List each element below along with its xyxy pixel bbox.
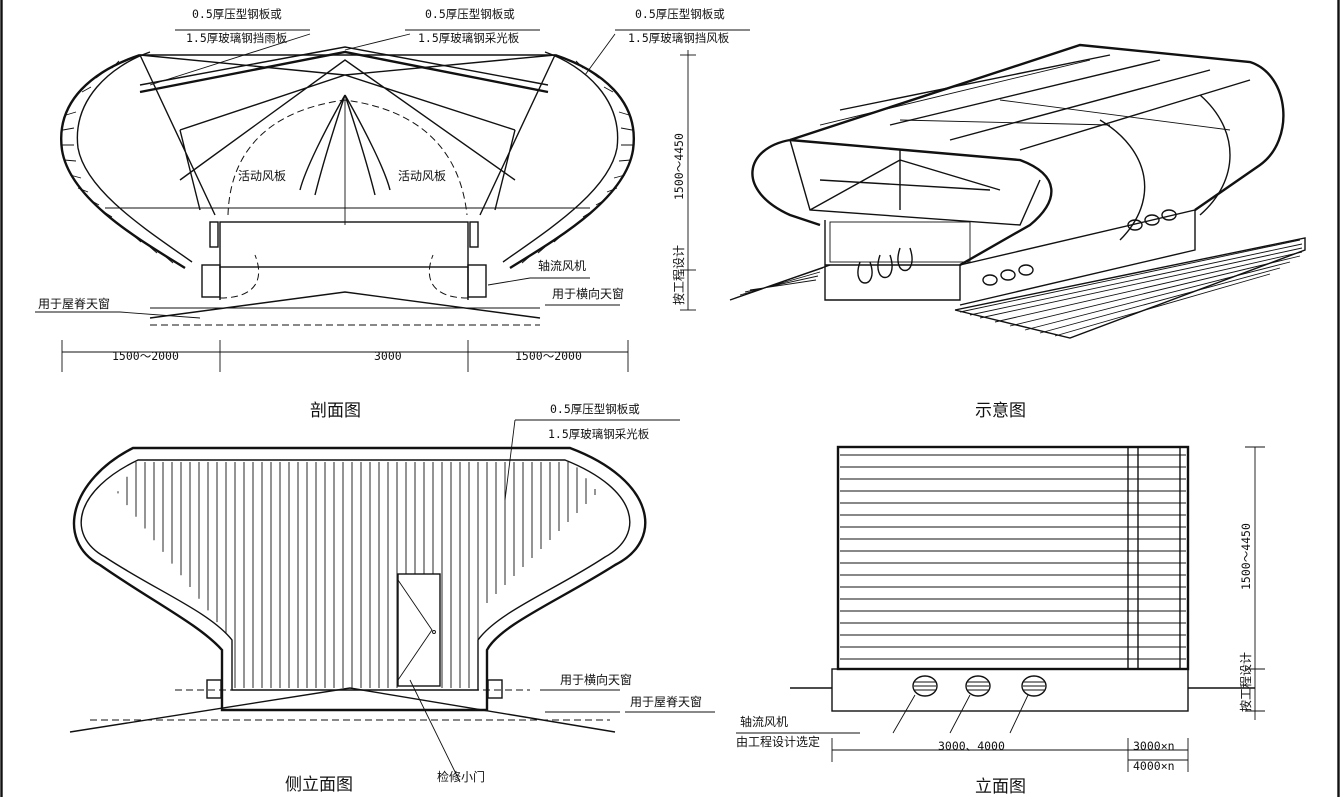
side-callout-2: 1.5厚玻璃钢采光板 — [548, 427, 650, 441]
section-view-title: 剖面图 — [310, 401, 361, 421]
front-slats — [840, 454, 1186, 660]
right-wind-panel-inner — [502, 51, 619, 263]
left-wind-panel — [60, 53, 186, 270]
left-fan — [201, 264, 221, 298]
front-fan-label-2: 由工程设计选定 — [736, 734, 820, 749]
left-damper — [299, 94, 346, 196]
schematic-fans — [857, 209, 1177, 286]
side-view-title: 侧立面图 — [285, 775, 353, 795]
side-ridge-label: 用于屋脊天窗 — [630, 695, 702, 709]
right-fan — [467, 264, 487, 298]
front-fans — [912, 675, 1047, 697]
schematic-view: 示意图 — [729, 43, 1306, 421]
right-damper — [344, 94, 391, 196]
section-callout-light-2: 1.5厚玻璃钢采光板 — [418, 31, 520, 45]
side-view: 0.5厚压型钢板或 1.5厚玻璃钢采光板 用于横向天窗 用于屋脊天窗 检修小门 … — [69, 402, 715, 795]
left-wind-panel-inner — [76, 51, 193, 263]
section-callout-rain-2: 1.5厚玻璃钢挡雨板 — [186, 31, 288, 45]
front-dim-b: 4000×n — [1133, 759, 1175, 773]
section-dim-height-note: 按工程设计 — [671, 245, 686, 305]
front-dim-height-note: 按工程设计 — [1238, 652, 1253, 712]
section-dim-right: 1500～2000 — [515, 349, 582, 363]
section-dim-left: 1500～2000 — [112, 349, 179, 363]
front-view-title: 立面图 — [975, 777, 1026, 797]
side-door-label: 检修小门 — [437, 769, 485, 784]
access-door — [397, 573, 441, 687]
damper-swing-arc — [227, 99, 468, 216]
schematic-top-outline — [789, 43, 1285, 211]
side-roof — [69, 687, 616, 733]
side-outline — [72, 446, 647, 712]
rain-board — [139, 50, 549, 94]
section-callout-wind-2: 1.5厚玻璃钢挡风板 — [628, 31, 730, 45]
front-dim-a: 3000×n — [1133, 739, 1175, 753]
front-dim-width: 3000、4000 — [938, 739, 1005, 753]
throat — [219, 221, 469, 268]
roof-line — [149, 291, 541, 319]
schematic-front-end — [789, 138, 1053, 267]
schematic-roof — [729, 237, 1306, 339]
section-dim-height: 1500～4450 — [672, 133, 686, 200]
section-callout-rain-1: 0.5厚压型钢板或 — [192, 7, 282, 21]
section-ridge-label: 用于屋脊天窗 — [38, 297, 110, 311]
section-damper-left-label: 活动风板 — [238, 169, 286, 183]
front-view: 轴流风机 由工程设计选定 3000、4000 3000×n 4000×n 150… — [736, 445, 1265, 797]
front-fan-label-1: 轴流风机 — [740, 714, 788, 729]
side-transverse-label: 用于横向天窗 — [560, 672, 632, 687]
schematic-view-title: 示意图 — [975, 401, 1026, 421]
front-body — [836, 445, 1190, 671]
section-fan-label: 轴流风机 — [538, 258, 586, 273]
schematic-left-end — [751, 138, 821, 227]
section-transverse-label: 用于横向天窗 — [552, 286, 624, 301]
side-corrugation — [117, 462, 596, 688]
section-view: 0.5厚压型钢板或 1.5厚玻璃钢挡雨板 0.5厚压型钢板或 1.5厚玻璃钢采光… — [35, 7, 750, 421]
front-dim-height: 1500～4450 — [1239, 523, 1253, 590]
right-wind-panel — [509, 53, 635, 270]
section-damper-right-label: 活动风板 — [398, 169, 446, 183]
section-dim-mid: 3000 — [374, 349, 402, 363]
section-callout-wind-1: 0.5厚压型钢板或 — [635, 7, 725, 21]
section-callout-light-1: 0.5厚压型钢板或 — [425, 7, 515, 21]
schematic-roof-corrugation — [734, 239, 1303, 337]
front-base — [831, 668, 1189, 712]
left-panel-corrugation — [62, 60, 174, 264]
side-callout-1: 0.5厚压型钢板或 — [550, 402, 640, 416]
right-panel-corrugation — [521, 60, 633, 264]
